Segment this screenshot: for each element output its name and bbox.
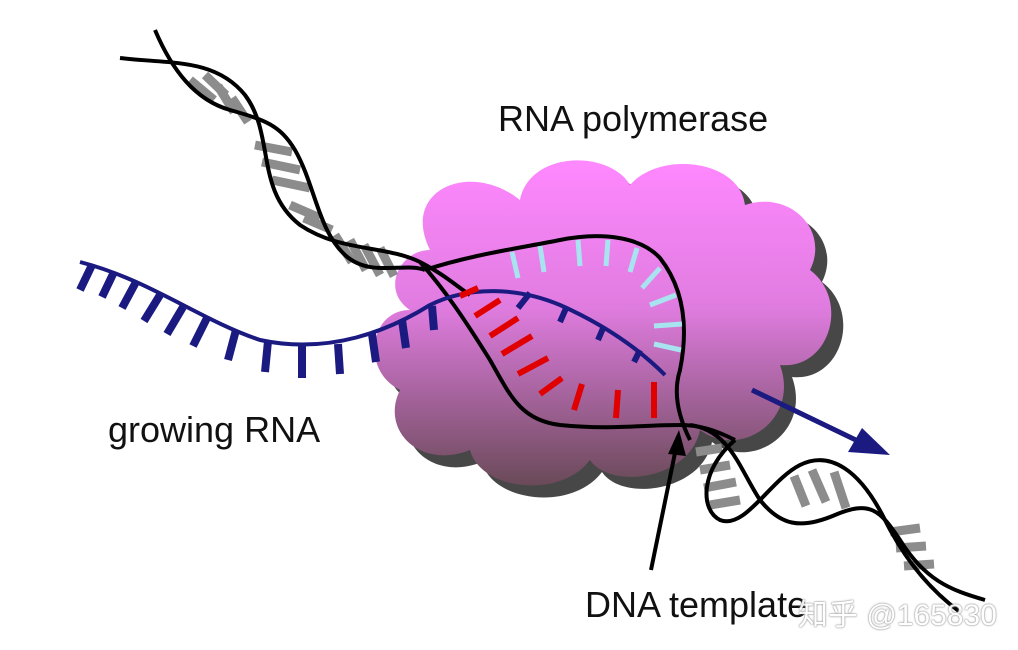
dna-helix-upstream — [119, 29, 472, 297]
dna-template-pointer — [649, 430, 686, 571]
growing-rna-label: growing RNA — [108, 409, 321, 450]
dna-helix-downstream — [689, 423, 986, 614]
coding-strand-bases — [509, 239, 683, 353]
rna-polymerase-label: RNA polymerase — [498, 98, 769, 139]
watermark: 知乎 @165830 — [798, 599, 997, 632]
rna-bases-outside — [76, 263, 438, 378]
dna-backbone-a-downstream — [689, 423, 986, 602]
dna-backbone-template-upstream — [153, 29, 426, 272]
rna-bases-in-hybrid — [515, 291, 643, 364]
dna-base-pairs-downstream — [695, 443, 935, 571]
dna-template-strand — [418, 260, 736, 442]
transcription-bubble — [424, 234, 692, 441]
dna-coding-strand-bubble — [424, 234, 692, 441]
dna-backbone-b-downstream — [704, 438, 962, 614]
dna-template-label: DNA template — [585, 584, 808, 625]
rna-backbone — [79, 260, 667, 377]
dna-backbone-coding-upstream — [119, 56, 472, 297]
direction-arrow — [750, 387, 890, 455]
rna-new-bases — [458, 285, 657, 419]
growing-rna — [76, 260, 667, 419]
rna-polymerase-cloud — [374, 160, 832, 486]
